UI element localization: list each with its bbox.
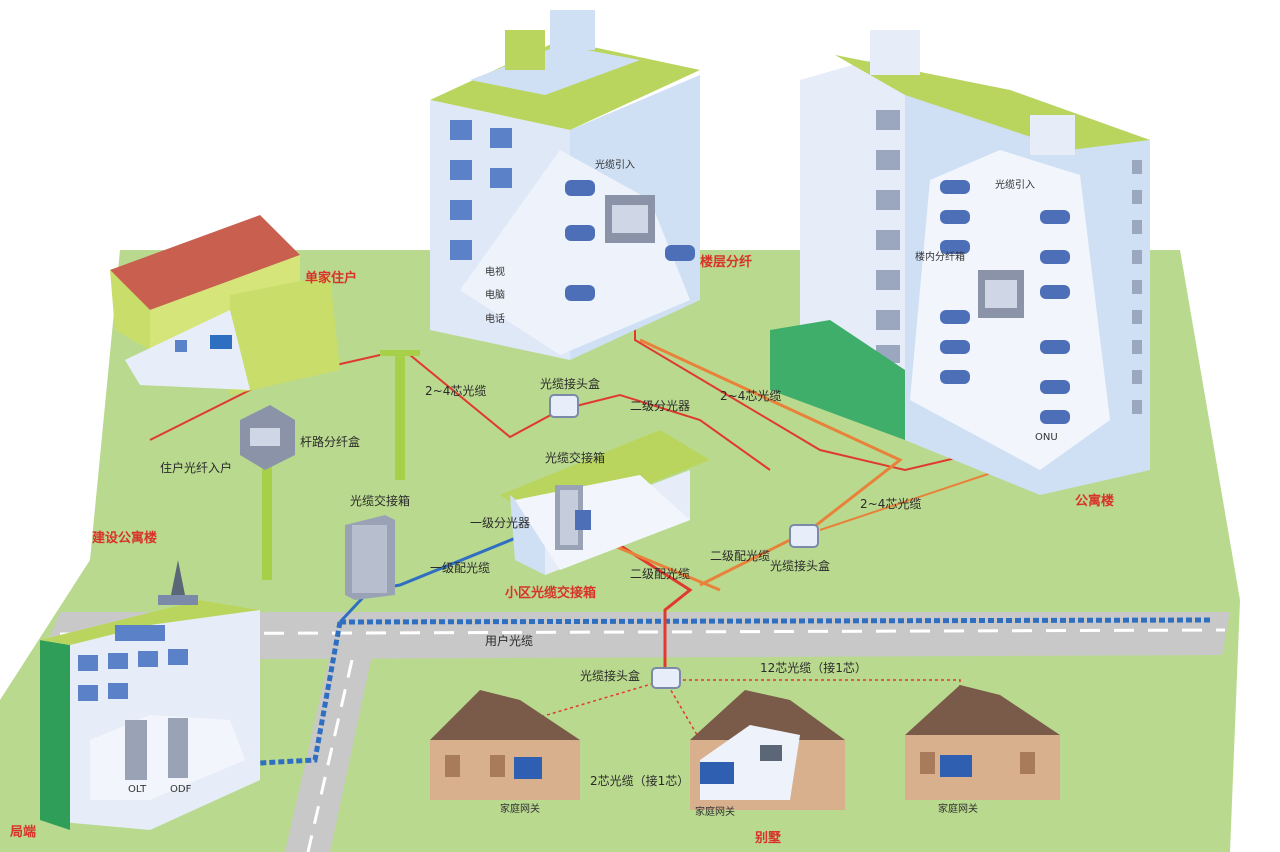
label-onu-c: 家庭网关 xyxy=(938,802,978,815)
mid-rise-building xyxy=(430,10,700,360)
label-joint-bottom: 光缆接头盒 xyxy=(580,668,640,683)
label-secondary-split: 二级分光器 xyxy=(630,399,690,413)
central-office-building xyxy=(40,560,260,830)
tower-icon xyxy=(170,560,186,600)
label-phone: 电话 xyxy=(485,312,505,325)
label-trunk-left: 一级配光缆 xyxy=(430,561,490,575)
villa-left xyxy=(430,690,580,800)
label-sub-distribution: 楼层分纤 xyxy=(700,254,752,270)
label-multi-dwelling: 建设公寓楼 xyxy=(92,530,157,546)
district-box-hut xyxy=(500,430,710,575)
label-household-fiber: 住户光纤入户 xyxy=(160,460,232,475)
high-rise-building xyxy=(770,30,1150,495)
label-district-inner: 光缆交接箱 xyxy=(545,450,605,465)
label-cable-b: 2~4芯光缆 xyxy=(720,389,781,403)
label-district-box: 小区光缆交接箱 xyxy=(505,585,596,601)
label-one-level-split: 一级分光器 xyxy=(470,516,530,530)
label-villa: 别墅 xyxy=(754,831,781,846)
street-cabinet xyxy=(345,515,395,600)
utility-pole xyxy=(395,355,405,480)
user-fiber-cable xyxy=(339,617,1211,625)
label-two-core: 2芯光缆（接1芯） xyxy=(590,773,689,788)
label-onu-a: 家庭网关 xyxy=(500,802,540,815)
label-pole-split: 杆路分纤盒 xyxy=(300,434,360,449)
label-floor-box: 楼内分纤箱 xyxy=(915,250,965,263)
villa-center xyxy=(690,690,845,810)
label-trunk-right: 二级配光缆 xyxy=(710,549,770,563)
joint-box-bottom xyxy=(651,667,681,689)
label-olt: OLT xyxy=(128,784,147,795)
single-family-house xyxy=(110,215,340,395)
label-joint-right: 光缆接头盒 xyxy=(770,558,830,573)
label-cabinet: 光缆交接箱 xyxy=(350,493,410,508)
label-central-office: 局端 xyxy=(10,824,36,840)
label-fiber-entry: 光缆引入 xyxy=(995,178,1035,191)
joint-box-right xyxy=(789,524,819,548)
label-user-cable: 用户光缆 xyxy=(485,633,533,648)
label-joint-top: 光缆接头盒 xyxy=(540,376,600,391)
label-sfu: 单家住户 xyxy=(305,270,357,286)
label-entry-top: 光缆引入 xyxy=(595,158,635,171)
label-cable-c: 2~4芯光缆 xyxy=(860,497,921,511)
label-cable-a: 2~4芯光缆 xyxy=(425,384,486,398)
label-trunk-mid: 二级配光缆 xyxy=(630,567,690,581)
label-onu: ONU xyxy=(1035,432,1058,443)
label-pc: 电脑 xyxy=(485,288,505,301)
joint-box-top xyxy=(549,394,579,418)
fiber-orange xyxy=(639,338,903,587)
label-apartment: 公寓楼 xyxy=(1075,493,1114,509)
label-onu-b: 家庭网关 xyxy=(695,805,735,818)
side-road xyxy=(285,655,372,852)
label-tv: 电视 xyxy=(485,265,505,278)
pole-split-box xyxy=(240,405,295,470)
label-odf: ODF xyxy=(170,784,192,795)
villa-right xyxy=(905,685,1060,800)
label-twelve-core: 12芯光缆（接1芯） xyxy=(760,660,867,675)
